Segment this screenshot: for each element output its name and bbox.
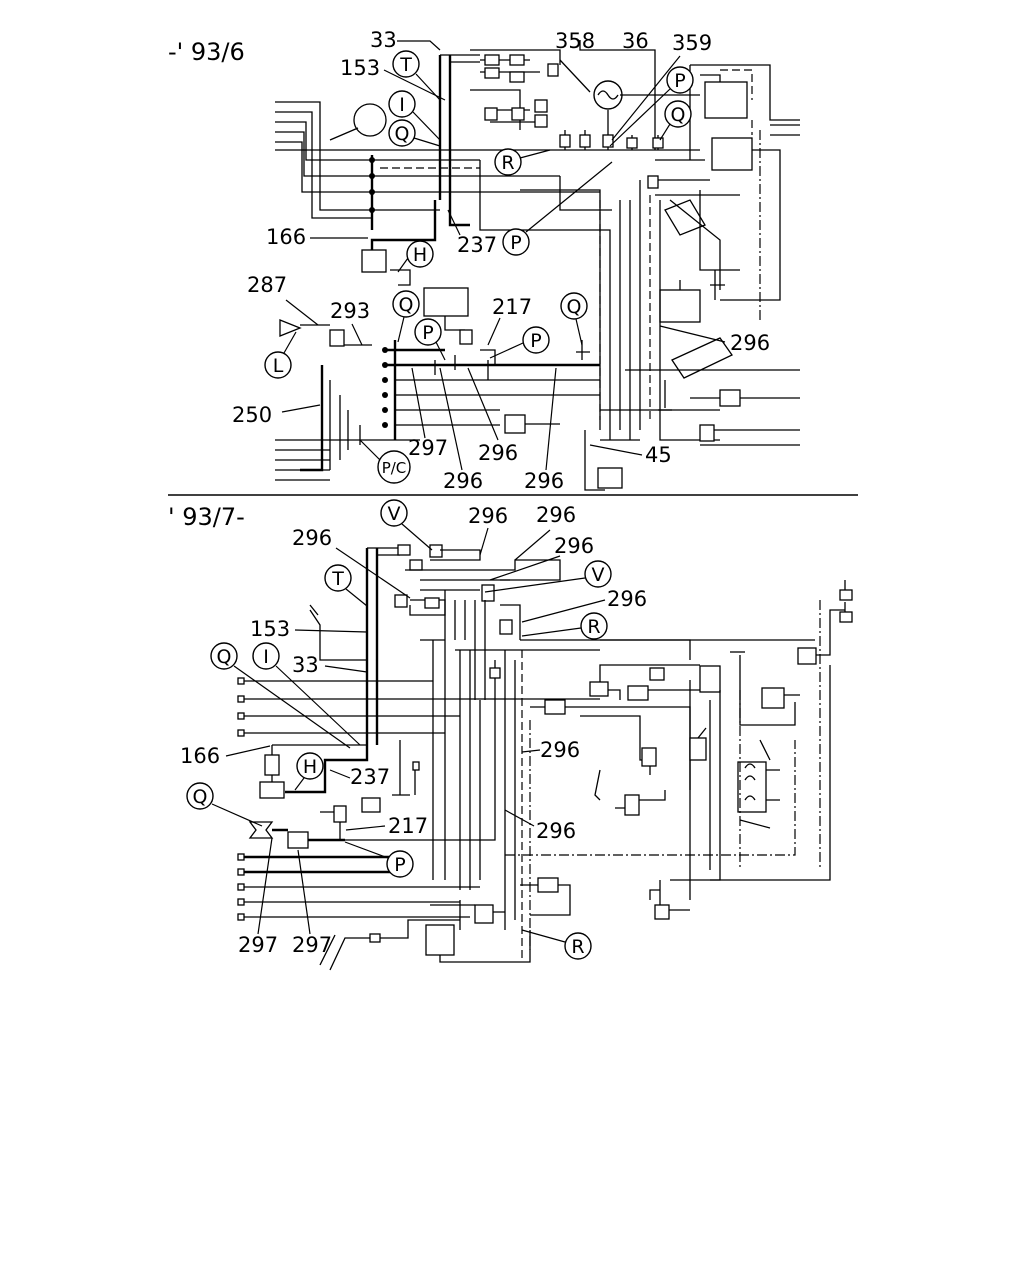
callout-t-bottom [324, 564, 352, 592]
label-297-bottom-a: 297 [238, 933, 278, 957]
callout-r-top [494, 148, 522, 176]
label-296-d: 296 [524, 469, 564, 493]
svg-text:Q: Q [217, 646, 232, 668]
svg-text:H: H [303, 756, 317, 778]
label-166: 166 [266, 225, 306, 249]
callout-v-bottom-b [584, 560, 612, 588]
callout-h-bottom [296, 752, 324, 780]
bottom-upper-manifold [355, 544, 691, 762]
callout-p-top-b [414, 318, 442, 346]
bottom-section-heading: ' 93/7- [168, 503, 245, 531]
svg-text:Q: Q [671, 104, 686, 126]
svg-text:T: T [331, 568, 344, 590]
callout-h-top [406, 240, 434, 268]
svg-text:P: P [674, 70, 685, 92]
callout-r-bottom-a [580, 612, 608, 640]
bottom-center-devices [425, 877, 571, 963]
callout-q-top-b [664, 100, 692, 128]
label-297: 297 [408, 436, 448, 460]
label-166-bottom: 166 [180, 744, 220, 768]
top-fitting-cluster [470, 40, 700, 150]
callout-q-top-a [388, 119, 416, 147]
bottom-callouts: V V T R Q I H Q P R [186, 499, 612, 960]
label-33-bottom: 33 [292, 653, 319, 677]
callout-q-top-d [560, 292, 588, 320]
top-part-labels: 33 153 358 36 359 166 237 287 293 217 29… [232, 28, 770, 493]
callout-l-top [264, 351, 292, 379]
label-296-b: 296 [443, 469, 483, 493]
top-right-components [647, 64, 800, 379]
svg-text:I: I [263, 646, 269, 668]
callout-r-bottom-b [564, 932, 592, 960]
svg-text:P: P [510, 232, 521, 254]
callout-q-top-c [392, 290, 420, 318]
label-296-b3: 296 [554, 534, 594, 558]
label-296-b4: 296 [292, 526, 332, 550]
svg-text:R: R [571, 936, 584, 958]
svg-text:Q: Q [395, 123, 410, 145]
label-296-b1: 296 [468, 504, 508, 528]
label-33: 33 [370, 28, 397, 52]
label-296-a: 296 [730, 331, 770, 355]
label-296-b6: 296 [540, 738, 580, 762]
label-217-bottom: 217 [388, 814, 428, 838]
label-296-b2: 296 [536, 503, 576, 527]
svg-text:P/C: P/C [382, 459, 407, 477]
label-359: 359 [672, 31, 712, 55]
label-153-bottom: 153 [250, 617, 290, 641]
svg-text:I: I [399, 94, 405, 116]
callout-p-top-a [666, 66, 694, 94]
callout-p-top-d [502, 228, 530, 256]
callout-q-bottom-a [210, 642, 238, 670]
svg-text:Q: Q [193, 786, 208, 808]
svg-text:R: R [587, 616, 600, 638]
svg-text:V: V [592, 564, 605, 586]
label-45: 45 [645, 443, 672, 467]
top-section-heading: -' 93/6 [168, 38, 245, 66]
callout-q-bottom-b [186, 782, 214, 810]
callout-i-top [388, 90, 416, 118]
bottom-part-labels: 296 296 296 296 296 153 33 166 237 296 2… [180, 503, 647, 957]
top-callouts: T I Q R P Q H Q P P Q L P/C [264, 50, 694, 484]
top-left-hose-bundle [275, 101, 700, 230]
label-296-c: 296 [478, 441, 518, 465]
svg-text:L: L [273, 355, 284, 377]
label-36: 36 [622, 29, 649, 53]
callout-t-top [392, 50, 420, 78]
label-296-b5: 296 [607, 587, 647, 611]
svg-text:H: H [413, 244, 427, 266]
top-vertical-pipes [370, 54, 480, 255]
callout-pc-top [377, 450, 411, 484]
svg-text:P: P [422, 322, 433, 344]
svg-text:Q: Q [399, 294, 414, 316]
label-293: 293 [330, 299, 370, 323]
callout-i-bottom [252, 642, 280, 670]
svg-text:V: V [388, 503, 401, 525]
label-237-bottom: 237 [350, 765, 390, 789]
top-lower-manifold [275, 249, 640, 491]
label-287: 287 [247, 273, 287, 297]
svg-text:Q: Q [567, 296, 582, 318]
bottom-left-devices [248, 740, 460, 971]
svg-text:P: P [394, 854, 405, 876]
label-358: 358 [555, 29, 595, 53]
bottom-right-cluster [505, 580, 853, 920]
callout-p-top-c [522, 326, 550, 354]
callout-v-bottom-a [380, 499, 408, 527]
top-central-pipes [479, 160, 800, 446]
label-297-bottom-b: 297 [292, 933, 332, 957]
label-153: 153 [340, 56, 380, 80]
label-250: 250 [232, 403, 272, 427]
svg-text:R: R [501, 152, 514, 174]
label-217: 217 [492, 295, 532, 319]
label-296-b7: 296 [536, 819, 576, 843]
svg-text:P: P [530, 330, 541, 352]
label-237: 237 [457, 233, 497, 257]
bottom-left-inputs [237, 604, 600, 921]
bottom-vertical-pipes [345, 640, 531, 960]
callout-p-bottom [386, 850, 414, 878]
svg-text:T: T [399, 54, 412, 76]
